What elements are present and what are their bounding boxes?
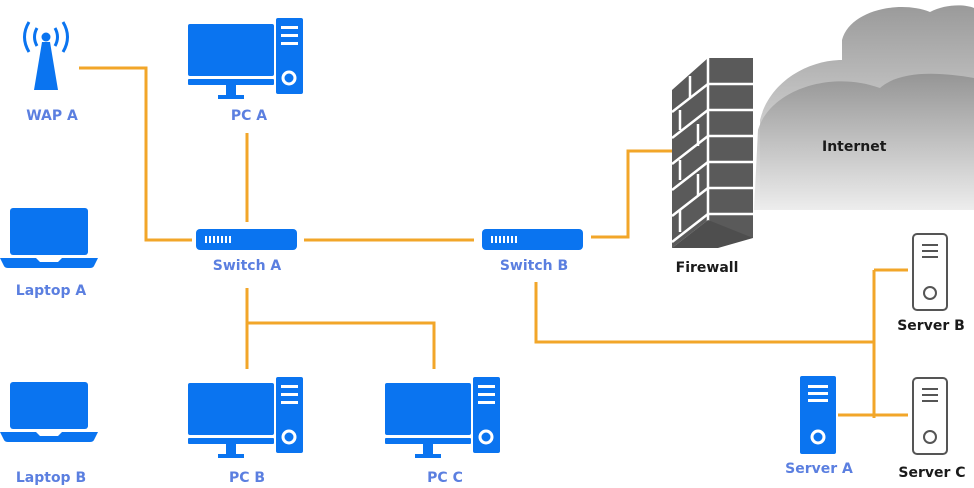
desktop-pc-icon[interactable] <box>188 377 303 458</box>
label-laptop-b: Laptop B <box>15 470 87 486</box>
label-pc-a: PC A <box>230 108 268 124</box>
link-wap-a-switch-a <box>79 66 192 242</box>
server-tower-icon[interactable] <box>800 376 836 454</box>
label-firewall: Firewall <box>675 260 739 276</box>
link-switch-a-pc-c <box>247 321 436 369</box>
laptop-icon[interactable] <box>0 208 98 268</box>
laptop-icon[interactable] <box>0 382 98 442</box>
label-internet: Internet <box>822 139 887 155</box>
wireless-access-point-icon[interactable] <box>23 21 69 90</box>
network-links <box>79 66 908 418</box>
label-switch-a: Switch A <box>212 258 282 274</box>
desktop-pc-icon[interactable] <box>188 18 303 99</box>
desktop-pc-icon[interactable] <box>385 377 500 458</box>
link-switch-b-servers <box>534 282 874 344</box>
link-switch-b-firewall <box>591 149 686 239</box>
label-pc-b: PC B <box>228 470 266 486</box>
internet-cloud-icon <box>754 5 974 210</box>
server-tower-outline-icon[interactable] <box>912 233 948 311</box>
network-switch-icon[interactable] <box>482 229 583 250</box>
label-server-c: Server C <box>898 465 966 481</box>
label-wap-a: WAP A <box>26 108 78 124</box>
label-server-b: Server B <box>897 318 965 334</box>
network-switch-icon[interactable] <box>196 229 297 250</box>
server-tower-outline-icon[interactable] <box>912 377 948 455</box>
brick-wall-firewall-icon[interactable] <box>671 58 753 248</box>
label-pc-c: PC C <box>427 470 463 486</box>
label-switch-b: Switch B <box>499 258 569 274</box>
label-server-a: Server A <box>785 461 853 477</box>
label-laptop-a: Laptop A <box>15 283 87 299</box>
